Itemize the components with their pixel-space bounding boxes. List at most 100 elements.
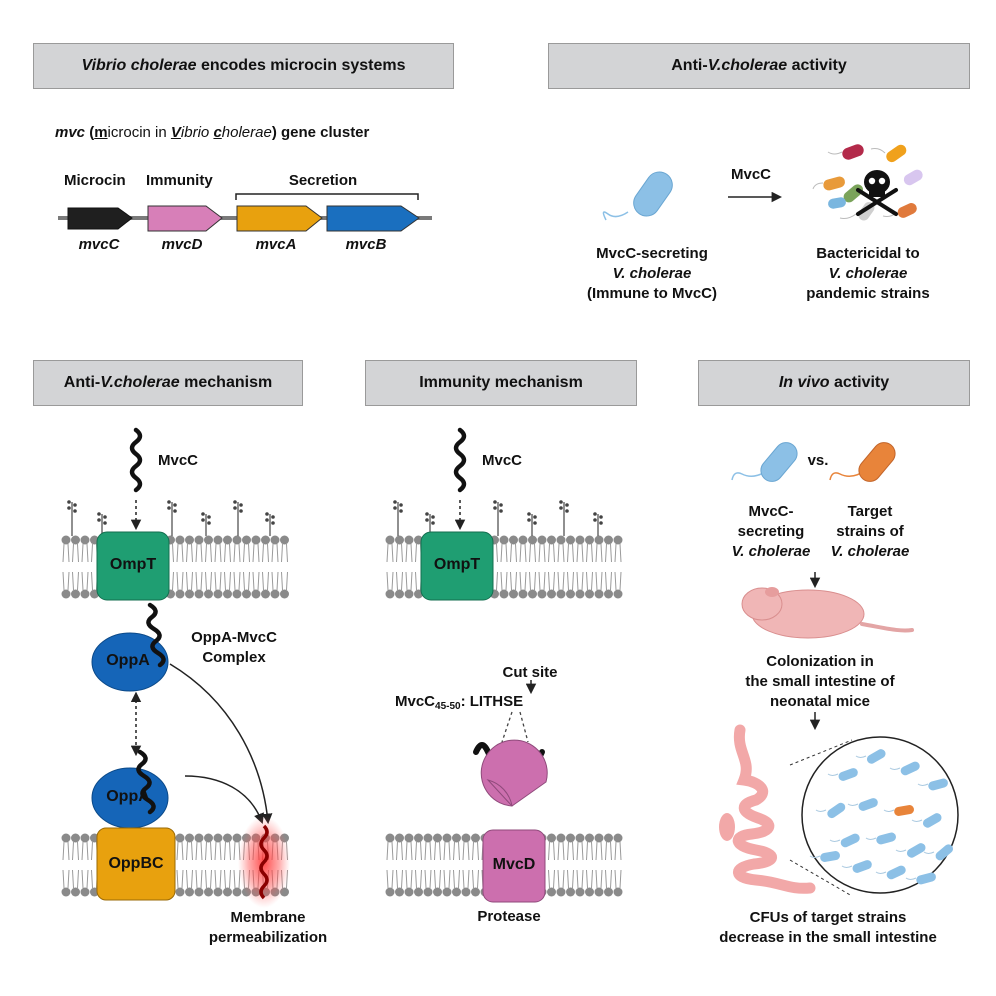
gene-name-mvcb: mvcB (345, 236, 387, 253)
imm-mvcc-label: MvcC (482, 452, 523, 469)
mvcd-pacman (480, 739, 548, 807)
invivo-secreting-bacterium (760, 442, 798, 482)
gene-mvcc-arrow (67, 207, 133, 230)
header-mechanism-italic: V.cholerae (100, 374, 180, 391)
header-anti-mechanism: Anti- V.cholerae mechanism (33, 360, 303, 406)
title-tail: gene cluster (281, 124, 370, 141)
invivo-right-line1: Target (847, 503, 893, 520)
mech-perm-line1: Membrane (230, 909, 306, 926)
imm-peptide-prefix: MvcC (395, 693, 436, 710)
neonatal-mouse (741, 587, 914, 639)
activity-arrow-label: MvcC (730, 166, 772, 183)
invivo-result-line2: decrease in the small intestine (719, 929, 937, 946)
invivo-left-line1: MvcC- (748, 503, 794, 520)
header-invivo-italic: In vivo (778, 374, 830, 391)
header-invivo-post: activity (829, 374, 890, 391)
zoom-bacteria (809, 749, 954, 885)
secreting-bacterium (633, 171, 673, 217)
label-microcin: Microcin (64, 172, 126, 189)
activity-right-line2: V. cholerae (828, 265, 908, 282)
invivo-left-line3: V. cholerae (731, 543, 811, 560)
secretion-bracket (235, 193, 419, 200)
title-ibrio: ibrio (180, 124, 214, 141)
lps-left (67, 500, 275, 536)
header-mechanism-post: mechanism (179, 374, 273, 391)
mvcc-peptide-center (453, 427, 467, 493)
invivo-colon-line3: neonatal mice (769, 693, 871, 710)
gene-mvca-arrow (236, 205, 323, 232)
oppa-free (91, 632, 169, 692)
mvcd-protease (482, 829, 546, 903)
header-encodes-rest: encodes microcin systems (196, 57, 406, 74)
imm-peptide-seq: : LITHSE (460, 693, 524, 710)
header-activity-pre: Anti- (671, 57, 708, 74)
header-encodes-italic: Vibrio cholerae (81, 57, 197, 74)
imm-mvcd-label: MvcD (492, 856, 536, 873)
invivo-result-line1: CFUs of target strains (749, 909, 907, 926)
ompt-center (420, 531, 494, 601)
title-v: V (170, 124, 181, 141)
invivo-colonization-caption: Colonization in the small intestine of n… (745, 652, 894, 712)
oppbc-transporter (96, 827, 176, 901)
title-icrocin: icrocin in (107, 124, 171, 141)
mechanism-figure (61, 427, 290, 908)
mech-ompt-label: OmpT (109, 556, 157, 573)
header-activity-post: activity (787, 57, 847, 74)
mech-oppbc-label: OppBC (108, 855, 164, 872)
gene-mvcb-arrow (326, 205, 420, 232)
ompt-left (96, 531, 170, 601)
imm-protease-label: Protease (477, 908, 541, 925)
header-immunity-mechanism: Immunity mechanism (365, 360, 637, 406)
imm-peptide-label: MvcC45-50: LITHSE (395, 693, 523, 712)
title-holerae: holerae (221, 124, 272, 141)
invivo-left-line2: secreting (737, 523, 805, 540)
title-c: c (213, 124, 222, 141)
immunity-figure (385, 427, 623, 903)
title-m: m (94, 124, 108, 141)
gene-name-mvcc: mvcC (78, 236, 120, 253)
mech-oppa2-label: OppA (106, 788, 150, 805)
header-encodes-microcin: Vibrio cholerae encodes microcin systems (33, 43, 454, 89)
mech-complex-label: OppA-MvcC Complex (191, 628, 277, 668)
gene-cluster-title: mvc (microcin in Vibrio cholerae) gene c… (55, 124, 369, 141)
header-activity-italic: V.cholerae (707, 57, 788, 74)
gene-name-mvca: mvcA (255, 236, 297, 253)
activity-left-caption: MvcC-secreting V. cholerae (Immune to Mv… (587, 244, 717, 304)
outer-membrane-left (61, 535, 290, 599)
title-mvc: mvc (55, 124, 86, 141)
invivo-right-line3: V. cholerae (830, 543, 910, 560)
invivo-colon-line2: the small intestine of (745, 673, 895, 690)
invivo-vs-label: vs. (807, 452, 829, 469)
gene-name-mvcd: mvcD (161, 236, 203, 253)
title-paren-open: ( (85, 124, 95, 141)
header-in-vivo: In vivo activity (698, 360, 970, 406)
activity-figure (602, 144, 923, 221)
imm-cut-site-label: Cut site (502, 664, 558, 681)
activity-right-caption: Bactericidal to V. cholerae pandemic str… (806, 244, 929, 304)
activity-left-line1: MvcC-secreting (596, 245, 708, 262)
gene-cluster (58, 193, 432, 232)
invivo-target-bacterium (858, 442, 896, 482)
gene-mvcd-arrow (147, 205, 223, 232)
label-secretion: Secretion (288, 172, 358, 189)
mech-complex-line1: OppA-MvcC (191, 629, 277, 646)
header-immunity-text: Immunity mechanism (419, 374, 583, 391)
skull-icon (856, 170, 898, 216)
invivo-right-caption: Target strains of V. cholerae (831, 502, 910, 562)
mech-oppa1-label: OppA (106, 652, 150, 669)
mvcc-peptide-left (129, 427, 143, 493)
title-paren-close: ) (271, 124, 281, 141)
label-immunity: Immunity (146, 172, 213, 189)
header-mechanism-pre: Anti- (63, 374, 101, 391)
lps-center (393, 500, 603, 536)
invivo-result-caption: CFUs of target strains decrease in the s… (719, 908, 937, 948)
activity-left-line2: V. cholerae (612, 265, 692, 282)
invivo-right-line2: strains of (836, 523, 904, 540)
in-vivo-figure (719, 442, 959, 897)
imm-ompt-label: OmpT (433, 556, 481, 573)
invivo-colon-line1: Colonization in (766, 653, 874, 670)
mech-perm-line2: permeabilization (208, 929, 328, 946)
small-intestine (719, 724, 816, 894)
activity-right-line1: Bactericidal to (816, 245, 920, 262)
